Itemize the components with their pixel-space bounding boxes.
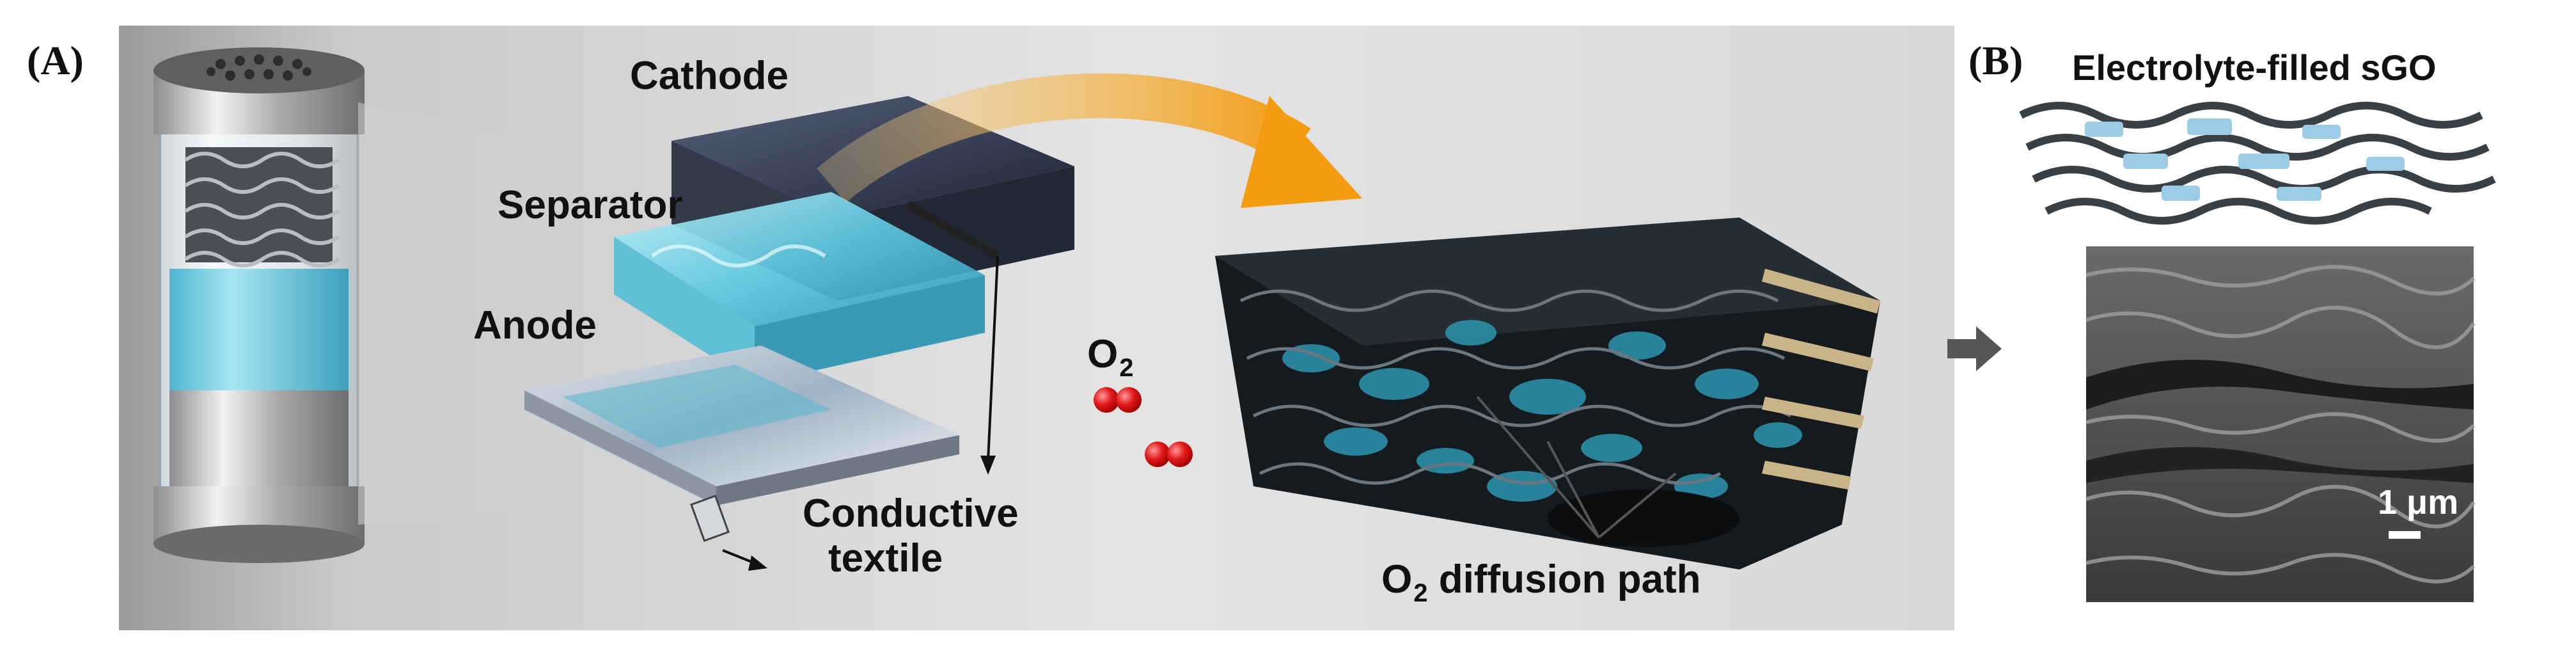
current-collector-wire [690, 200, 1000, 571]
sem-micrograph [2085, 246, 2476, 602]
zoom-arrow [817, 73, 1311, 203]
oxygen-molecules [1094, 387, 1193, 467]
diffusion-label-sub: 2 [1413, 579, 1428, 607]
porous-sgo-block [1215, 218, 1880, 569]
cathode-label: Cathode [630, 54, 789, 98]
panel-a-label: (A) [27, 38, 84, 83]
diffusion-path-lines [1476, 395, 1677, 539]
separator-layer [614, 192, 985, 384]
textile-label: textile [828, 536, 943, 580]
zoom-arrow-head [1241, 96, 1362, 208]
scale-bar-label: 1 μm [2378, 483, 2459, 522]
zoom-wedge [358, 102, 524, 525]
oxygen-label-main: O [1087, 332, 1119, 376]
oxygen-label: O2 [1087, 331, 1133, 382]
panel-b-label: (B) [1968, 38, 2023, 83]
anode-label: Anode [473, 303, 597, 347]
electrolyte-filled-sgo-schematic [2019, 102, 2496, 225]
cylindrical-cell-icon [153, 47, 365, 563]
anode-layer [524, 346, 959, 506]
diffusion-label-o: O [1381, 557, 1413, 601]
electrolyte-title: Electrolyte-filled sGO [2072, 47, 2437, 88]
diffusion-label-rest: diffusion path [1427, 557, 1701, 601]
oxygen-label-sub: 2 [1119, 354, 1134, 382]
separator-label: Separator [498, 183, 683, 227]
panel-arrow [1947, 326, 2002, 371]
conductive-label: Conductive [803, 491, 1019, 536]
diffusion-path-label: O2 diffusion path [1381, 557, 1701, 607]
